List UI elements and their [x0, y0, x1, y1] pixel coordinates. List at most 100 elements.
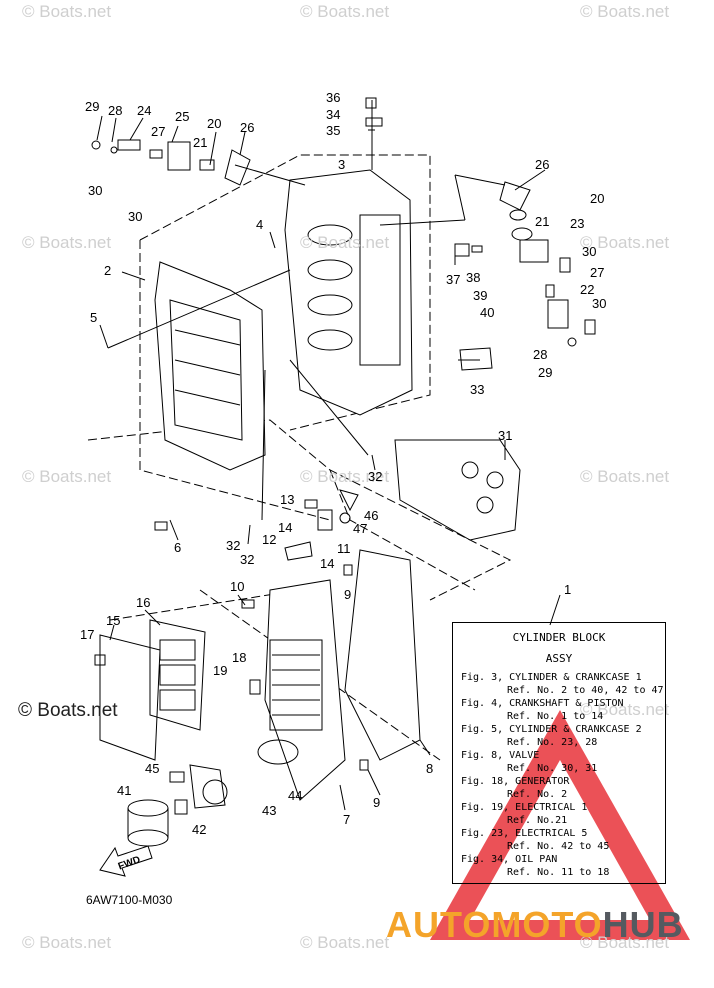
watermark-text: © Boats.net — [580, 233, 670, 252]
legend-ref-line: Ref. No. 42 to 45 — [507, 841, 610, 852]
callout-number: 22 — [580, 282, 595, 297]
callout-number: 32 — [240, 552, 255, 567]
callout-number: 30 — [582, 244, 597, 259]
watermark-text: © Boats.net — [580, 933, 670, 952]
callout-number: 30 — [128, 209, 143, 224]
callout-number: 37 — [446, 272, 461, 287]
watermark-text: © Boats.net — [300, 933, 390, 952]
callout-number: 15 — [106, 613, 121, 628]
watermark-text: © Boats.net — [22, 933, 112, 952]
callout-number: 28 — [533, 347, 548, 362]
gasket-plate-part — [149, 619, 206, 731]
legend-lines: Fig. 3, CYLINDER & CRANKCASE 1 Ref. No. 2… — [453, 671, 665, 879]
callout-number: 28 — [108, 103, 123, 118]
legend-ref-line: Ref. No. 2 to 40, 42 to 47 — [507, 685, 664, 696]
callout-number: 14 — [278, 520, 293, 535]
gasket-part — [394, 439, 521, 541]
watermark-text: © Boats.net — [300, 233, 390, 252]
callout-number: 12 — [262, 532, 277, 547]
watermark-text: © Boats.net — [22, 233, 112, 252]
callout-number: 41 — [117, 783, 132, 798]
callout-number: 9 — [344, 587, 352, 602]
watermark-text: © Boats.net — [22, 2, 112, 21]
callout-number: 44 — [288, 788, 303, 803]
legend-figure-line: Fig. 18, GENERATOR — [461, 776, 570, 787]
callout-number: 47 — [353, 521, 368, 536]
legend-figure-line: Fig. 3, CYLINDER & CRANKCASE 1 — [461, 672, 642, 683]
callout-number: 2 — [104, 263, 112, 278]
legend-ref-line: Ref. No. 30, 31 — [507, 763, 598, 774]
callout-number: 7 — [343, 812, 351, 827]
callout-number: 20 — [207, 116, 222, 131]
watermark-text: © Boats.net — [22, 467, 112, 486]
cylinder-block-part — [284, 169, 413, 416]
callout-number: 14 — [320, 556, 335, 571]
callout-number: 1 — [564, 582, 572, 597]
legend-figure-line: Fig. 19, ELECTRICAL 1 — [461, 802, 588, 813]
callout-number: 46 — [364, 508, 379, 523]
callout-number: 26 — [535, 157, 550, 172]
callout-number: 4 — [256, 217, 264, 232]
callout-number: 8 — [426, 761, 434, 776]
callout-number: 6 — [174, 540, 182, 555]
dashed-outline-left — [139, 240, 331, 521]
legend-subtitle: ASSY — [545, 652, 573, 665]
callout-number: 5 — [90, 310, 98, 325]
callout-number: 31 — [498, 428, 513, 443]
callout-number: 36 — [326, 90, 341, 105]
callout-number: 13 — [280, 492, 295, 507]
figure-code: 6AW7100-M030 — [86, 893, 173, 907]
dashed-outline-upper — [139, 154, 431, 431]
callout-number: 39 — [473, 288, 488, 303]
callout-number: 20 — [590, 191, 605, 206]
brand-part-2: HUB — [602, 904, 684, 945]
callout-number: 29 — [538, 365, 553, 380]
callout-number: 32 — [226, 538, 241, 553]
head-cover-part — [344, 549, 421, 761]
watermark-text: © Boats.net — [18, 700, 118, 721]
legend-box: CYLINDER BLOCK ASSY Fig. 3, CYLINDER & C… — [452, 622, 666, 884]
callout-number: 18 — [232, 650, 247, 665]
callout-number: 27 — [151, 124, 166, 139]
callout-number: 10 — [230, 579, 245, 594]
callout-number: 21 — [535, 214, 550, 229]
brand-part-1: AUTOMOTO — [386, 904, 603, 945]
callout-number: 38 — [466, 270, 481, 285]
watermark-text: © Boats.net — [300, 2, 390, 21]
legend-figure-line: Fig. 34, OIL PAN — [461, 854, 558, 865]
watermark-text: © Boats.net — [580, 700, 670, 719]
callout-number: 17 — [80, 627, 95, 642]
legend-ref-line: Ref. No.21 — [507, 815, 568, 826]
watermark-text: © Boats.net — [580, 467, 670, 486]
callout-number: 11 — [337, 541, 351, 556]
callout-number: 43 — [262, 803, 277, 818]
exhaust-cover-part — [257, 579, 346, 801]
crankcase-part — [154, 261, 266, 471]
legend-ref-line: Ref. No. 1 to 14 — [507, 711, 604, 722]
legend-figure-line: Fig. 4, CRANKSHAFT & PISTON — [461, 698, 624, 709]
callout-number: 19 — [213, 663, 228, 678]
callout-number: 24 — [137, 103, 152, 118]
legend-figure-line: Fig. 8, VALVE — [461, 750, 540, 761]
callout-number: 33 — [470, 382, 485, 397]
leader-lines — [96, 100, 561, 811]
callout-number: 32 — [368, 469, 383, 484]
legend-ref-line: Ref. No. 23, 28 — [507, 737, 598, 748]
oil-filter-part — [127, 799, 169, 847]
legend-figure-line: Fig. 5, CYLINDER & CRANKCASE 2 — [461, 724, 642, 735]
callout-number: 25 — [175, 109, 190, 124]
plate-part — [99, 634, 161, 761]
callout-number: 30 — [592, 296, 607, 311]
callout-number: 30 — [88, 183, 103, 198]
callout-number: 9 — [373, 795, 381, 810]
callout-number: 3 — [338, 157, 346, 172]
callout-number: 16 — [136, 595, 151, 610]
legend-ref-line: Ref. No. 2 — [507, 789, 568, 800]
legend-ref-line: Ref. No. 11 to 18 — [507, 867, 610, 878]
callout-number: 45 — [145, 761, 160, 776]
brand-logo: AUTOMOTOHUB — [386, 904, 684, 946]
callout-number: 26 — [240, 120, 255, 135]
fwd-arrow-icon — [99, 845, 153, 877]
